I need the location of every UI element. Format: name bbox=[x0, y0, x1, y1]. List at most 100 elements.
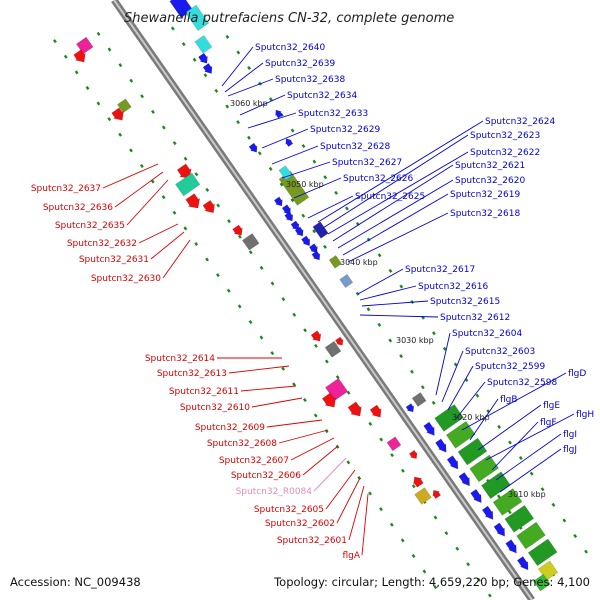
gene-feature[interactable] bbox=[110, 107, 127, 124]
gene-label-left[interactable]: Sputcn32_2607 bbox=[219, 456, 289, 466]
gene-feature[interactable] bbox=[273, 196, 285, 208]
gene-feature[interactable] bbox=[176, 163, 195, 182]
gene-feature[interactable] bbox=[435, 438, 450, 455]
gene-label-left[interactable]: Sputcn32_2601 bbox=[277, 536, 347, 546]
gene-feature[interactable] bbox=[405, 403, 416, 414]
gene-feature[interactable] bbox=[310, 330, 324, 344]
gene-label-right[interactable]: Sputcn32_2634 bbox=[287, 91, 357, 101]
gene-feature[interactable] bbox=[194, 35, 213, 54]
gene-label-right[interactable]: flgB bbox=[500, 395, 518, 405]
gene-feature[interactable] bbox=[410, 474, 424, 488]
gene-feature[interactable] bbox=[414, 487, 432, 505]
gene-feature[interactable] bbox=[481, 505, 496, 522]
gene-feature[interactable] bbox=[458, 472, 473, 489]
gene-feature[interactable] bbox=[202, 199, 219, 216]
gene-feature[interactable] bbox=[328, 254, 342, 269]
gene-feature[interactable] bbox=[481, 471, 511, 500]
gene-label-right[interactable]: Sputcn32_2604 bbox=[452, 329, 522, 339]
gene-feature[interactable] bbox=[284, 211, 296, 223]
gene-feature[interactable] bbox=[184, 193, 203, 212]
gene-feature[interactable] bbox=[369, 404, 385, 420]
gene-feature[interactable] bbox=[311, 250, 323, 262]
gene-label-right[interactable]: Sputcn32_2603 bbox=[465, 347, 535, 357]
gene-feature[interactable] bbox=[273, 108, 284, 119]
gene-label-right[interactable]: Sputcn32_2638 bbox=[275, 75, 345, 85]
gene-feature[interactable] bbox=[312, 221, 329, 239]
gene-feature[interactable] bbox=[504, 504, 535, 533]
gene-label-right[interactable]: flgI bbox=[563, 430, 577, 440]
gene-label-right[interactable]: Sputcn32_2622 bbox=[470, 148, 540, 158]
gene-label-right[interactable]: Sputcn32_2621 bbox=[455, 161, 525, 171]
gene-feature[interactable] bbox=[202, 62, 215, 76]
gene-feature[interactable] bbox=[470, 488, 485, 506]
gene-label-left[interactable]: Sputcn32_2632 bbox=[67, 239, 137, 249]
gene-feature[interactable] bbox=[457, 437, 488, 466]
gene-feature[interactable] bbox=[493, 522, 508, 539]
gene-feature[interactable] bbox=[469, 454, 500, 483]
gene-feature[interactable] bbox=[347, 401, 366, 420]
gene-label-left[interactable]: Sputcn32_2614 bbox=[145, 354, 215, 364]
gene-feature[interactable] bbox=[72, 49, 89, 66]
gene-label-left[interactable]: Sputcn32_2613 bbox=[157, 369, 227, 379]
gene-feature[interactable] bbox=[198, 52, 211, 66]
gene-feature[interactable] bbox=[516, 556, 531, 573]
gene-feature[interactable] bbox=[232, 224, 246, 238]
gene-label-right[interactable]: Sputcn32_2626 bbox=[343, 174, 413, 184]
gene-feature[interactable] bbox=[278, 165, 293, 181]
gene-feature[interactable] bbox=[278, 170, 310, 206]
gene-label-right[interactable]: Sputcn32_2617 bbox=[405, 265, 475, 275]
gene-label-right[interactable]: Sputcn32_2618 bbox=[450, 209, 520, 219]
gene-feature[interactable] bbox=[334, 336, 346, 347]
gene-label-left[interactable]: Sputcn32_2609 bbox=[195, 423, 265, 433]
gene-labels[interactable]: Sputcn32_2640Sputcn32_2639Sputcn32_2638S… bbox=[31, 43, 594, 561]
gene-label-right[interactable]: Sputcn32_2640 bbox=[255, 43, 325, 53]
gene-feature[interactable] bbox=[241, 233, 260, 251]
gene-feature[interactable] bbox=[408, 449, 420, 461]
gene-feature[interactable] bbox=[294, 226, 306, 238]
gene-label-right[interactable]: Sputcn32_2599 bbox=[475, 362, 545, 372]
gene-feature[interactable] bbox=[281, 204, 293, 217]
gene-label-right[interactable]: flgD bbox=[568, 369, 586, 379]
gene-label-right[interactable]: Sputcn32_2615 bbox=[430, 297, 500, 307]
gene-label-right[interactable]: Sputcn32_2612 bbox=[440, 313, 510, 323]
gene-label-left[interactable]: Sputcn32_R0084 bbox=[236, 487, 313, 497]
gene-label-left[interactable]: Sputcn32_2606 bbox=[231, 471, 301, 481]
gene-label-right[interactable]: Sputcn32_2639 bbox=[265, 59, 335, 69]
gene-feature[interactable] bbox=[175, 172, 201, 197]
gene-label-right[interactable]: Sputcn32_2633 bbox=[298, 109, 368, 119]
gene-label-right[interactable]: flgH bbox=[576, 410, 594, 420]
gene-label-left[interactable]: Sputcn32_2631 bbox=[79, 255, 149, 265]
gene-feature[interactable] bbox=[185, 4, 210, 31]
gene-feature[interactable] bbox=[527, 538, 558, 567]
gene-feature[interactable] bbox=[533, 573, 551, 592]
gene-feature[interactable] bbox=[339, 273, 354, 289]
gene-feature[interactable] bbox=[248, 142, 260, 155]
gene-label-left[interactable]: Sputcn32_2611 bbox=[169, 387, 239, 397]
gene-label-right[interactable]: Sputcn32_2598 bbox=[487, 378, 557, 388]
gene-feature[interactable] bbox=[505, 539, 520, 556]
gene-feature[interactable] bbox=[308, 243, 321, 255]
gene-feature[interactable] bbox=[301, 235, 313, 248]
gene-feature[interactable] bbox=[321, 392, 340, 411]
gene-label-left[interactable]: Sputcn32_2630 bbox=[91, 274, 161, 284]
gene-feature[interactable] bbox=[290, 220, 302, 232]
gene-label-left[interactable]: Sputcn32_2608 bbox=[207, 439, 277, 449]
gene-feature[interactable] bbox=[445, 420, 476, 449]
gene-label-left[interactable]: Sputcn32_2635 bbox=[55, 221, 125, 231]
gene-label-left[interactable]: Sputcn32_2636 bbox=[43, 203, 113, 213]
gene-feature[interactable] bbox=[446, 455, 461, 472]
gene-label-right[interactable]: Sputcn32_2619 bbox=[450, 190, 520, 200]
gene-label-right[interactable]: Sputcn32_2629 bbox=[310, 125, 380, 135]
gene-label-right[interactable]: Sputcn32_2623 bbox=[470, 131, 540, 141]
gene-label-left[interactable]: Sputcn32_2602 bbox=[265, 519, 335, 529]
gene-feature[interactable] bbox=[423, 421, 438, 438]
gene-feature[interactable] bbox=[516, 521, 546, 550]
gene-label-right[interactable]: Sputcn32_2624 bbox=[485, 117, 555, 127]
gene-label-right[interactable]: Sputcn32_2620 bbox=[455, 176, 525, 186]
gene-label-left[interactable]: Sputcn32_2610 bbox=[180, 403, 250, 413]
gene-label-right[interactable]: Sputcn32_2628 bbox=[320, 142, 390, 152]
gene-feature[interactable] bbox=[430, 488, 442, 499]
gene-feature[interactable] bbox=[283, 137, 294, 148]
gene-label-right[interactable]: Sputcn32_2625 bbox=[355, 192, 425, 202]
gene-feature[interactable] bbox=[411, 392, 427, 407]
